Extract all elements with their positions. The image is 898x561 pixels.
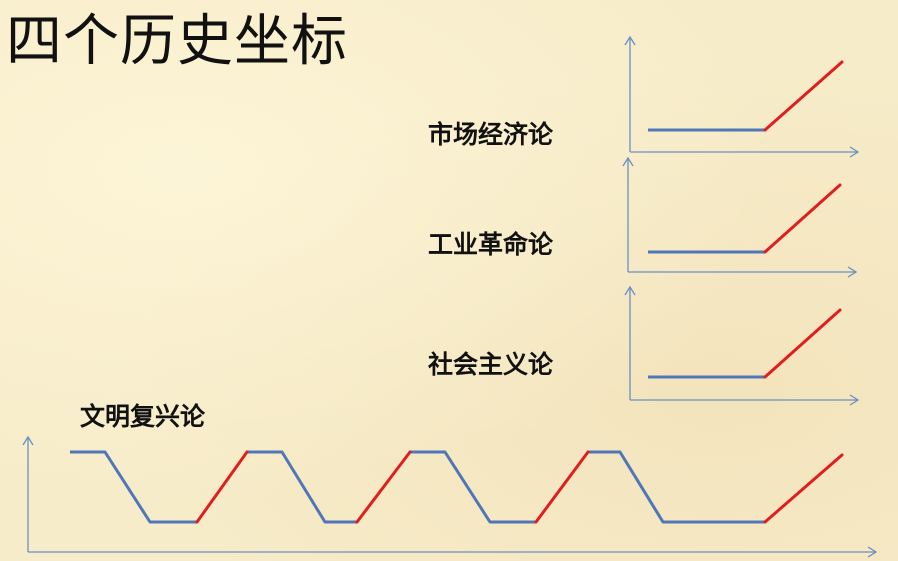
- label-market-economy: 市场经济论: [428, 120, 554, 149]
- rise-line-socialism: [763, 308, 842, 379]
- label-industrial-revolution: 工业革命论: [428, 230, 554, 259]
- rise-line-industrial-revolution: [763, 183, 842, 254]
- wave-blue-segments: [70, 450, 765, 524]
- wave-red-rises: [195, 450, 844, 524]
- label-socialism: 社会主义论: [428, 350, 554, 379]
- panel-market-economy: [624, 35, 860, 158]
- panel-socialism: [624, 285, 860, 406]
- rise-line-market-economy: [763, 60, 844, 132]
- panel-civilization-revival: [22, 435, 878, 558]
- panel-industrial-revolution: [622, 156, 858, 278]
- label-civilization-revival: 文明复兴论: [80, 402, 206, 431]
- slide-title: 四个历史坐标: [6, 9, 348, 74]
